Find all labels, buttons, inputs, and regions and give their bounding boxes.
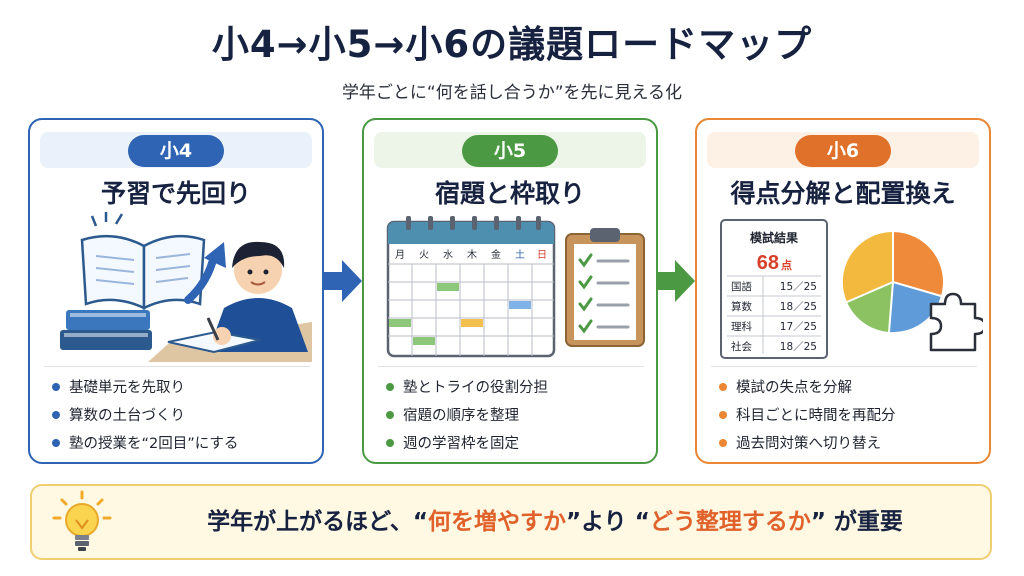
score-value: 68 xyxy=(757,252,779,274)
arrow-right-icon xyxy=(657,260,695,302)
subject-label: 理科 xyxy=(731,320,752,333)
list-item: 基礎単元を先取り xyxy=(52,374,318,402)
bullet-dot xyxy=(719,411,727,419)
arrow-right-icon xyxy=(324,260,362,302)
calendar-day-label: 月 xyxy=(395,249,405,261)
subject-score: 18／25 xyxy=(780,301,817,313)
list-item: 科目ごとに時間を再配分 xyxy=(719,402,985,430)
book-icon xyxy=(80,212,206,311)
key-message: 学年が上がるほど、“何を増やすか”より “どう整理するか” が重要 xyxy=(207,509,903,535)
bullet-dot xyxy=(52,439,60,447)
card-grade5: 小5 宿題と枠取り 月 火 水 木 金 土 日 xyxy=(362,118,658,464)
bullet-dot xyxy=(386,383,394,391)
grade-badge: 小5 xyxy=(462,135,558,167)
bullet-dot xyxy=(719,383,727,391)
calendar-icon: 月 火 水 木 金 土 日 xyxy=(386,216,645,358)
card-grade4: 小4 予習で先回り xyxy=(28,118,324,464)
list-item: 算数の土台づくり xyxy=(52,402,318,430)
card-title: 宿題と枠取り xyxy=(434,179,585,208)
bullet-list: 基礎単元を先取り 算数の土台づくり 塾の授業を“2回目”にする xyxy=(52,374,318,458)
grade-badge: 小6 xyxy=(795,135,891,167)
bullet-list: 塾とトライの役割分担 宿題の順序を整理 週の学習枠を固定 xyxy=(386,374,652,458)
card-title: 得点分解と配置換え xyxy=(730,179,956,208)
list-item: 塾の授業を“2回目”にする xyxy=(52,430,318,458)
divider xyxy=(44,366,310,367)
highlight-text: 何を増やすか xyxy=(428,509,567,535)
score-unit: 点 xyxy=(781,258,792,272)
page-title: 小4→小5→小6の議題ロードマップ xyxy=(211,23,813,66)
card-grade6: 小6 得点分解と配置換え 模試結果 68 点 国語 15／25 算数 18／25… xyxy=(695,118,991,464)
bullet-list: 模試の失点を分解 科目ごとに時間を再配分 過去問対策へ切り替え xyxy=(719,374,985,458)
bullet-dot xyxy=(719,439,727,447)
subject-score: 15／25 xyxy=(780,281,817,293)
score-sheet-title: 模試結果 xyxy=(750,230,798,245)
puzzle-piece-icon xyxy=(929,292,983,352)
subject-score: 17／25 xyxy=(780,321,817,333)
score-sheet-icon: 模試結果 68 点 国語 15／25 算数 18／25 理科 17／25 社会 … xyxy=(720,219,828,359)
divider xyxy=(378,366,644,367)
list-item: 模試の失点を分解 xyxy=(719,374,985,402)
lightbulb-icon xyxy=(52,490,112,551)
pie-chart-icon xyxy=(842,231,943,333)
clipboard-checklist-icon xyxy=(565,228,645,347)
calendar-day-label: 金 xyxy=(491,248,501,261)
list-item: 過去問対策へ切り替え xyxy=(719,430,985,458)
calendar-day-label: 日 xyxy=(537,250,547,261)
card-title: 予習で先回り xyxy=(100,179,251,208)
calendar-day-label: 土 xyxy=(515,248,525,261)
bullet-dot xyxy=(52,411,60,419)
key-message-banner: 学年が上がるほど、“何を増やすか”より “どう整理するか” が重要 xyxy=(30,484,992,560)
bullet-dot xyxy=(386,439,394,447)
subject-label: 社会 xyxy=(731,340,752,353)
boy-studying-icon xyxy=(60,212,312,362)
grade-badge: 小4 xyxy=(128,135,224,167)
score-analysis-illustration: 模試結果 68 点 国語 15／25 算数 18／25 理科 17／25 社会 … xyxy=(720,219,983,359)
list-item: 塾とトライの役割分担 xyxy=(386,374,652,402)
subject-label: 国語 xyxy=(731,280,752,293)
subject-score: 18／25 xyxy=(780,341,817,353)
calendar-day-label: 火 xyxy=(419,249,429,261)
list-item: 宿題の順序を整理 xyxy=(386,402,652,430)
calendar-day-label: 水 xyxy=(443,249,453,261)
subject-label: 算数 xyxy=(731,300,752,313)
book-stack-icon xyxy=(60,310,152,350)
highlight-text: どう整理するか xyxy=(649,509,811,535)
calendar-day-label: 木 xyxy=(467,249,477,261)
bullet-dot xyxy=(52,383,60,391)
bullet-dot xyxy=(386,411,394,419)
page-subtitle: 学年ごとに“何を話し合うか”を先に見える化 xyxy=(341,83,683,103)
divider xyxy=(711,366,977,367)
list-item: 週の学習枠を固定 xyxy=(386,430,652,458)
